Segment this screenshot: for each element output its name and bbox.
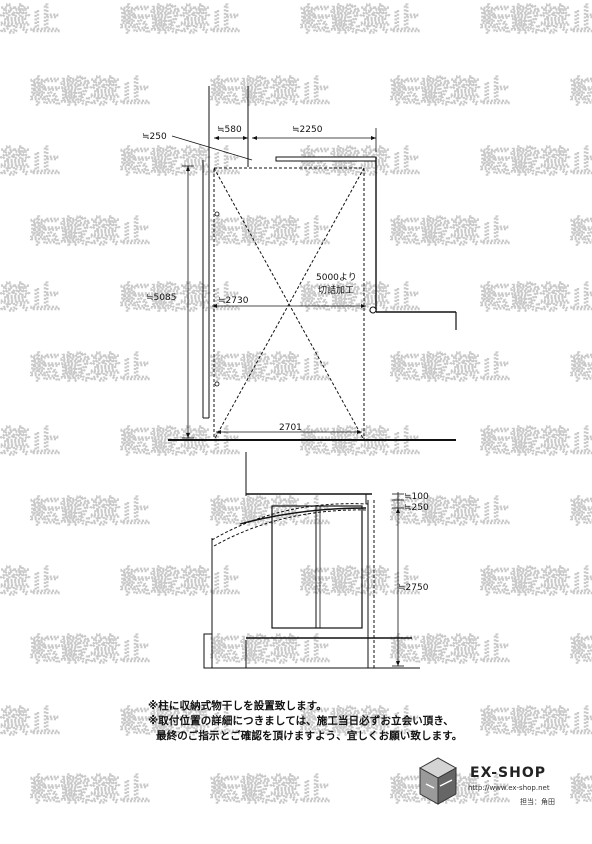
note-line-2: ※取付位置の詳細につきましては、施工当日必ずお立会い頂き、 <box>148 715 454 727</box>
plan-dim-580: ≒580 <box>217 125 242 135</box>
watermark-text: 転載禁止 <box>570 351 592 386</box>
watermark-text: 転載禁止 <box>0 565 60 600</box>
watermark-text: 転載禁止 <box>300 3 420 38</box>
watermark-text: 転載禁止 <box>210 75 330 110</box>
plan-post-bolt-top <box>214 211 220 217</box>
plan-dim-250: ≒250 <box>142 132 167 142</box>
watermark-text: 転載禁止 <box>480 3 592 38</box>
watermark-text: 転載禁止 <box>210 351 330 386</box>
plan-view <box>168 86 457 441</box>
plan-dim-5085: ≒5085 <box>146 293 176 303</box>
watermark-layer: 転載禁止転載禁止転載禁止転載禁止転載禁止転載禁止転載禁止転載禁止転載禁止転載禁止… <box>0 2 592 808</box>
watermark-text: 転載禁止 <box>30 351 150 386</box>
elev-dim-250: ≒250 <box>404 503 429 513</box>
watermark-text: 転載禁止 <box>120 281 240 316</box>
watermark-text: 転載禁止 <box>0 425 60 460</box>
watermark-text: 転載禁止 <box>480 705 592 740</box>
watermark-text: 転載禁止 <box>300 281 420 316</box>
plan-dim-2701: 2701 <box>279 423 302 433</box>
watermark-text: 転載禁止 <box>390 215 510 250</box>
plan-annotation-line1: 5000より <box>316 272 357 283</box>
elev-dim-2750: ≒2750 <box>398 583 429 593</box>
brand-logo-cube-icon <box>418 757 458 805</box>
elev-window-frame <box>271 505 363 629</box>
watermark-text: 転載禁止 <box>570 773 592 808</box>
watermark-text: 転載禁止 <box>30 75 150 110</box>
watermark-text: 転載禁止 <box>480 281 592 316</box>
brand-url[interactable]: http://www.ex-shop.net <box>468 784 550 792</box>
elev-dim-100: ≒100 <box>404 492 429 502</box>
watermark-text: 転載禁止 <box>390 75 510 110</box>
note-line-3: 最終のご指示とご確認を頂けますよう、宜しくお願い致します。 <box>156 730 463 742</box>
watermark-text: 転載禁止 <box>390 495 510 530</box>
watermark-text: 転載禁止 <box>0 281 60 316</box>
plan-dimension-labels: ≒580 ≒2250 ≒250 ≒5085 ≒2730 2701 5000より … <box>142 125 357 433</box>
plan-anchor-circle <box>369 306 377 314</box>
watermark-text: 転載禁止 <box>30 633 150 668</box>
watermark-text: 転載禁止 <box>210 773 330 808</box>
brand-name: EX-SHOP <box>470 765 546 781</box>
watermark-text: 転載禁止 <box>30 215 150 250</box>
plan-annotation-line2: 切詰加工 <box>318 284 354 296</box>
watermark-text: 転載禁止 <box>30 495 150 530</box>
plan-diagonal-b <box>213 167 365 441</box>
staff-label: 担当：角田 <box>520 798 555 806</box>
plan-roof-outline <box>213 167 365 441</box>
watermark-text: 転載禁止 <box>210 215 330 250</box>
note-line-1: ※柱に収納式物干しを設置致します。 <box>148 700 327 712</box>
watermark-text: 転載禁止 <box>480 565 592 600</box>
plan-dim-2250: ≒2250 <box>292 125 323 135</box>
watermark-text: 転載禁止 <box>120 705 240 740</box>
plan-top-beam <box>275 156 377 162</box>
watermark-text: 転載禁止 <box>570 75 592 110</box>
elev-roof-curve-outer <box>211 503 369 541</box>
watermark-text: 転載禁止 <box>570 633 592 668</box>
watermark-text: 転載禁止 <box>0 705 60 740</box>
watermark-text: 転載禁止 <box>30 773 150 808</box>
watermark-text: 転載禁止 <box>120 3 240 38</box>
watermark-text: 転載禁止 <box>120 145 240 180</box>
elev-roof-curve-inner <box>213 509 369 547</box>
watermark-text: 転載禁止 <box>300 565 420 600</box>
watermark-text: 転載禁止 <box>570 215 592 250</box>
watermark-text: 転載禁止 <box>390 351 510 386</box>
watermark-text: 転載禁止 <box>300 145 420 180</box>
watermark-text: 転載禁止 <box>0 3 60 38</box>
plan-post-bolt-bottom <box>214 381 220 387</box>
watermark-text: 転載禁止 <box>300 705 420 740</box>
elev-roof-edge <box>239 507 367 525</box>
watermark-text: 転載禁止 <box>570 495 592 530</box>
watermark-text: 転載禁止 <box>480 145 592 180</box>
elevation-dimension-labels: ≒100 ≒250 ≒2750 <box>398 492 429 593</box>
watermark-text: 転載禁止 <box>480 425 592 460</box>
watermark-text: 転載禁止 <box>120 565 240 600</box>
watermark-text: 転載禁止 <box>0 145 60 180</box>
elevation-view <box>203 452 420 669</box>
watermark-text: 転載禁止 <box>300 425 420 460</box>
watermark-text: 転載禁止 <box>120 425 240 460</box>
plan-leader-corner <box>171 135 253 161</box>
plan-dim-2730: ≒2730 <box>218 296 249 306</box>
watermark-text: 転載禁止 <box>210 495 330 530</box>
